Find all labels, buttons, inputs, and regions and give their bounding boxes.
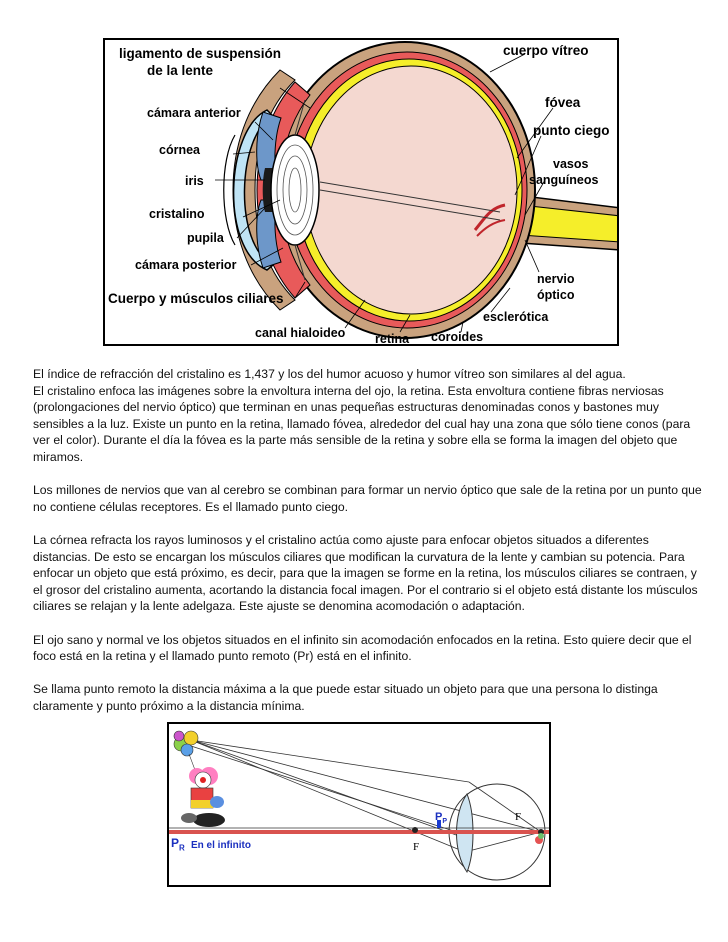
hyaloid-canal-line xyxy=(319,181,501,213)
paragraph-3: Los millones de nervios que van al cereb… xyxy=(33,483,702,514)
body-text: El índice de refracción del cristalino e… xyxy=(33,366,705,731)
label-cornea: córnea xyxy=(159,143,200,157)
label-ligamento-2: de la lente xyxy=(147,63,214,78)
label-esclerotica: esclerótica xyxy=(483,310,549,324)
label-cuerpo-musculos: Cuerpo y músculos ciliares xyxy=(108,291,284,306)
optics-drawing xyxy=(169,730,549,881)
near-point-marker xyxy=(437,820,441,828)
focus-point xyxy=(412,827,418,833)
pupil-shape xyxy=(262,168,273,212)
vitreous-body xyxy=(304,65,518,315)
label-iris: iris xyxy=(185,174,204,188)
pr-label: PR xyxy=(171,836,185,853)
infinity-label: En el infinito xyxy=(191,840,251,851)
label-punto-ciego: punto ciego xyxy=(533,123,610,138)
label-fovea: fóvea xyxy=(545,95,581,110)
lens-shape xyxy=(270,134,320,246)
label-camara-anterior: cámara anterior xyxy=(147,106,241,120)
label-cuerpo-vitreo: cuerpo vítreo xyxy=(503,43,589,58)
paragraph-2: El cristalino enfoca las imágenes sobre … xyxy=(33,383,691,464)
eye-anatomy-drawing xyxy=(215,41,617,339)
paragraph-4: La córnea refracta los rayos luminosos y… xyxy=(33,532,698,614)
label-ligamento-1: ligamento de suspensión xyxy=(119,46,282,61)
label-pupila: pupila xyxy=(187,231,224,245)
label-camara-posterior: cámara posterior xyxy=(135,258,237,272)
eye-anatomy-figure: ligamento de suspensión de la lente cáma… xyxy=(103,38,619,346)
label-vasos-2: sanguíneos xyxy=(529,173,599,187)
clown-figure xyxy=(173,730,225,827)
label-cristalino: cristalino xyxy=(149,207,205,221)
blood-vessel xyxy=(476,219,506,237)
optical-axis xyxy=(169,830,549,834)
focus-label-bottom: F xyxy=(413,841,420,853)
focus-label-top: F xyxy=(515,811,522,823)
label-retina: retina xyxy=(375,332,410,346)
blood-vessel xyxy=(473,203,506,231)
label-nervio-1: nervio xyxy=(537,272,575,286)
paragraph-6: Se llama punto remoto la distancia máxim… xyxy=(33,682,658,713)
paragraph-1: El índice de refracción del cristalino e… xyxy=(33,367,626,381)
label-nervio-2: óptico xyxy=(537,288,575,302)
label-canal-hialoideo: canal hialoideo xyxy=(255,326,346,340)
label-coroides: coroides xyxy=(431,330,484,344)
optics-figure: PR En el infinito PP F F xyxy=(167,722,551,887)
paragraph-5: El ojo sano y normal ve los objetos situ… xyxy=(33,632,692,664)
label-vasos-1: vasos xyxy=(553,157,589,171)
pp-label: PP xyxy=(435,811,448,826)
